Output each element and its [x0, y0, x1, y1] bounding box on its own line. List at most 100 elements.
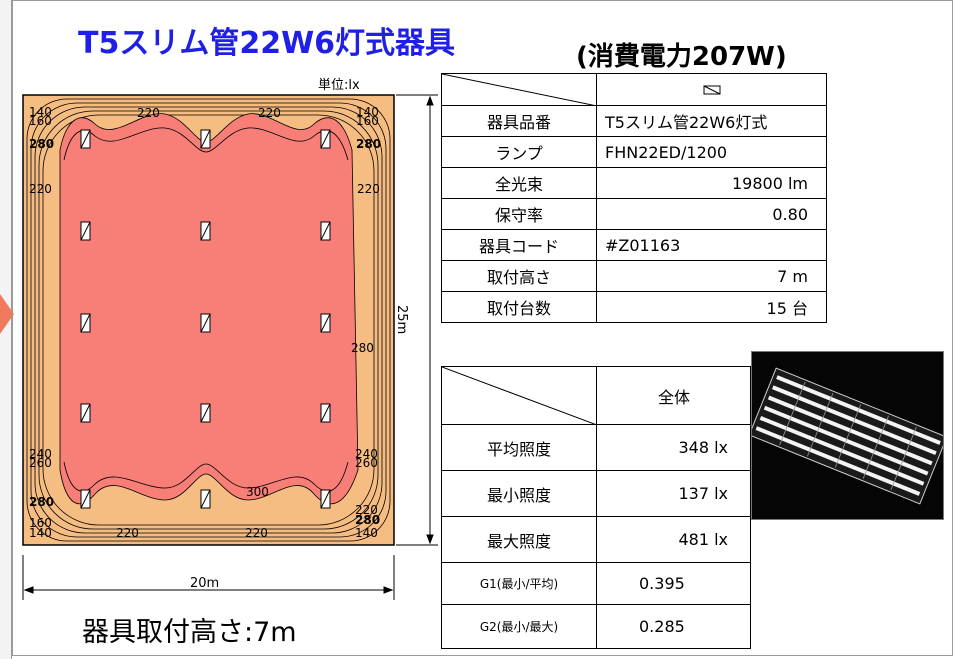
- results-value: 0.395: [596, 562, 751, 605]
- fixture-icon: [200, 129, 211, 149]
- results-header: 全体: [596, 366, 751, 425]
- results-row: G1(最小/平均) 0.395: [441, 562, 751, 605]
- unit-label: 単位:lx: [318, 78, 360, 93]
- page-title: T5スリム管22W6灯式器具: [78, 26, 456, 61]
- fixture-icon: [80, 403, 91, 423]
- fixture-icon: [320, 129, 331, 149]
- spec-row: 保守率 0.80: [441, 198, 827, 230]
- spec-value: T5スリム管22W6灯式: [596, 105, 827, 137]
- fixture-grid: [80, 129, 331, 509]
- results-value: 348 lx: [596, 424, 751, 471]
- high-illuminance-area: [59, 113, 359, 505]
- spec-key: 全光束: [441, 167, 597, 199]
- fixture-icon: [320, 221, 331, 241]
- spec-key: 器具品番: [441, 105, 597, 137]
- contour-label: 220: [116, 526, 139, 540]
- spec-header-row: [441, 73, 827, 106]
- results-key: 最大照度: [441, 516, 597, 563]
- contour-label: 280: [355, 513, 380, 527]
- spec-row: 取付高さ 7 m: [441, 260, 827, 292]
- contour-lines: [26, 98, 391, 542]
- contour-label: 300: [246, 485, 269, 499]
- spec-key: 取付台数: [441, 291, 597, 323]
- contour-label: 220: [245, 526, 268, 540]
- spec-value: #Z01163: [596, 229, 827, 261]
- contour-label: 140: [356, 105, 379, 119]
- lamp-fixture-image: [752, 367, 943, 505]
- height-dimension: [396, 94, 438, 546]
- fixture-icon: [200, 221, 211, 241]
- width-label: 20m: [190, 576, 219, 591]
- results-row: 平均照度 348 lx: [441, 424, 751, 471]
- spec-key: ランプ: [441, 136, 597, 168]
- spec-value: FHN22ED/1200: [596, 136, 827, 168]
- spec-key: 器具コード: [441, 229, 597, 261]
- slide-arrow-icon: [0, 294, 14, 334]
- contour-label: 260: [355, 456, 378, 470]
- spec-key: 保守率: [441, 198, 597, 230]
- fixture-icon: [200, 403, 211, 423]
- fixture-icon: [80, 221, 91, 241]
- spec-key: 取付高さ: [441, 260, 597, 292]
- spec-row: 器具コード #Z01163: [441, 229, 827, 261]
- fixture-icon: [200, 489, 211, 509]
- contour-label: 240: [355, 447, 378, 461]
- contour-label: 220: [137, 106, 160, 120]
- spec-value: 7 m: [596, 260, 827, 292]
- results-key: 平均照度: [441, 424, 597, 471]
- fixture-icon: [320, 313, 331, 333]
- fixture-icon: [200, 313, 211, 333]
- fixture-symbol-cell: [596, 73, 827, 106]
- mounting-height-caption: 器具取付高さ:7m: [82, 617, 297, 648]
- contour-label: 160: [29, 516, 52, 530]
- results-row: G2(最小/最大) 0.285: [441, 604, 751, 649]
- results-value: 137 lx: [596, 470, 751, 517]
- fixture-photo: [751, 351, 944, 520]
- fixture-icon: [80, 129, 91, 149]
- fixture-icon: [80, 313, 91, 333]
- contour-label: 220: [357, 182, 380, 196]
- contour-label: 260: [29, 456, 52, 470]
- spec-value: 0.80: [596, 198, 827, 230]
- spec-row: 取付台数 15 台: [441, 291, 827, 323]
- results-row: 最小照度 137 lx: [441, 470, 751, 517]
- results-key: G1(最小/平均): [441, 562, 597, 605]
- spec-row: 全光束 19800 lm: [441, 167, 827, 199]
- fixture-symbol-icon: [703, 85, 720, 95]
- illuminance-plan: 140 160 220 220 140 160 280 280 220 220 …: [22, 94, 438, 600]
- contour-label: 220: [29, 182, 52, 196]
- results-key: 最小照度: [441, 470, 597, 517]
- contour-label: 280: [29, 495, 54, 509]
- results-key: G2(最小/最大): [441, 604, 597, 649]
- fixture-icon: [80, 489, 91, 509]
- contour-label: 220: [258, 106, 281, 120]
- spec-row: 器具品番 T5スリム管22W6灯式: [441, 105, 827, 137]
- contour-labels: 140 160 220 220 140 160 280 280 220 220 …: [29, 105, 381, 540]
- contour-label: 160: [29, 114, 52, 128]
- results-row: 最大照度 481 lx: [441, 516, 751, 563]
- results-table: 全体 平均照度 348 lx 最小照度 137 lx 最大照度 481 lx G…: [441, 366, 751, 649]
- spec-table: 器具品番 T5スリム管22W6灯式 ランプ FHN22ED/1200 全光束 1…: [441, 73, 827, 323]
- spec-row: ランプ FHN22ED/1200: [441, 136, 827, 168]
- contour-label: 280: [29, 137, 54, 151]
- results-value: 481 lx: [596, 516, 751, 563]
- fixture-icon: [320, 489, 331, 509]
- height-label: 25m: [394, 305, 409, 334]
- width-dimension: [22, 555, 395, 600]
- contour-label: 140: [355, 526, 378, 540]
- spec-value: 19800 lm: [596, 167, 827, 199]
- slide-frame: [12, 0, 953, 656]
- contour-label: 140: [29, 526, 52, 540]
- contour-label: 240: [29, 447, 52, 461]
- contour-label: 140: [29, 105, 52, 119]
- contour-label: 220: [355, 503, 378, 517]
- contour-label: 280: [356, 137, 381, 151]
- fixture-icon: [320, 403, 331, 423]
- power-consumption: (消費電力207W): [576, 42, 787, 72]
- results-header-row: 全体: [441, 366, 751, 425]
- results-diagonal-cell: [441, 366, 597, 425]
- contour-label: 160: [356, 114, 379, 128]
- contour-label: 280: [351, 341, 374, 355]
- results-value: 0.285: [596, 604, 751, 649]
- spec-diagonal-cell: [441, 73, 597, 106]
